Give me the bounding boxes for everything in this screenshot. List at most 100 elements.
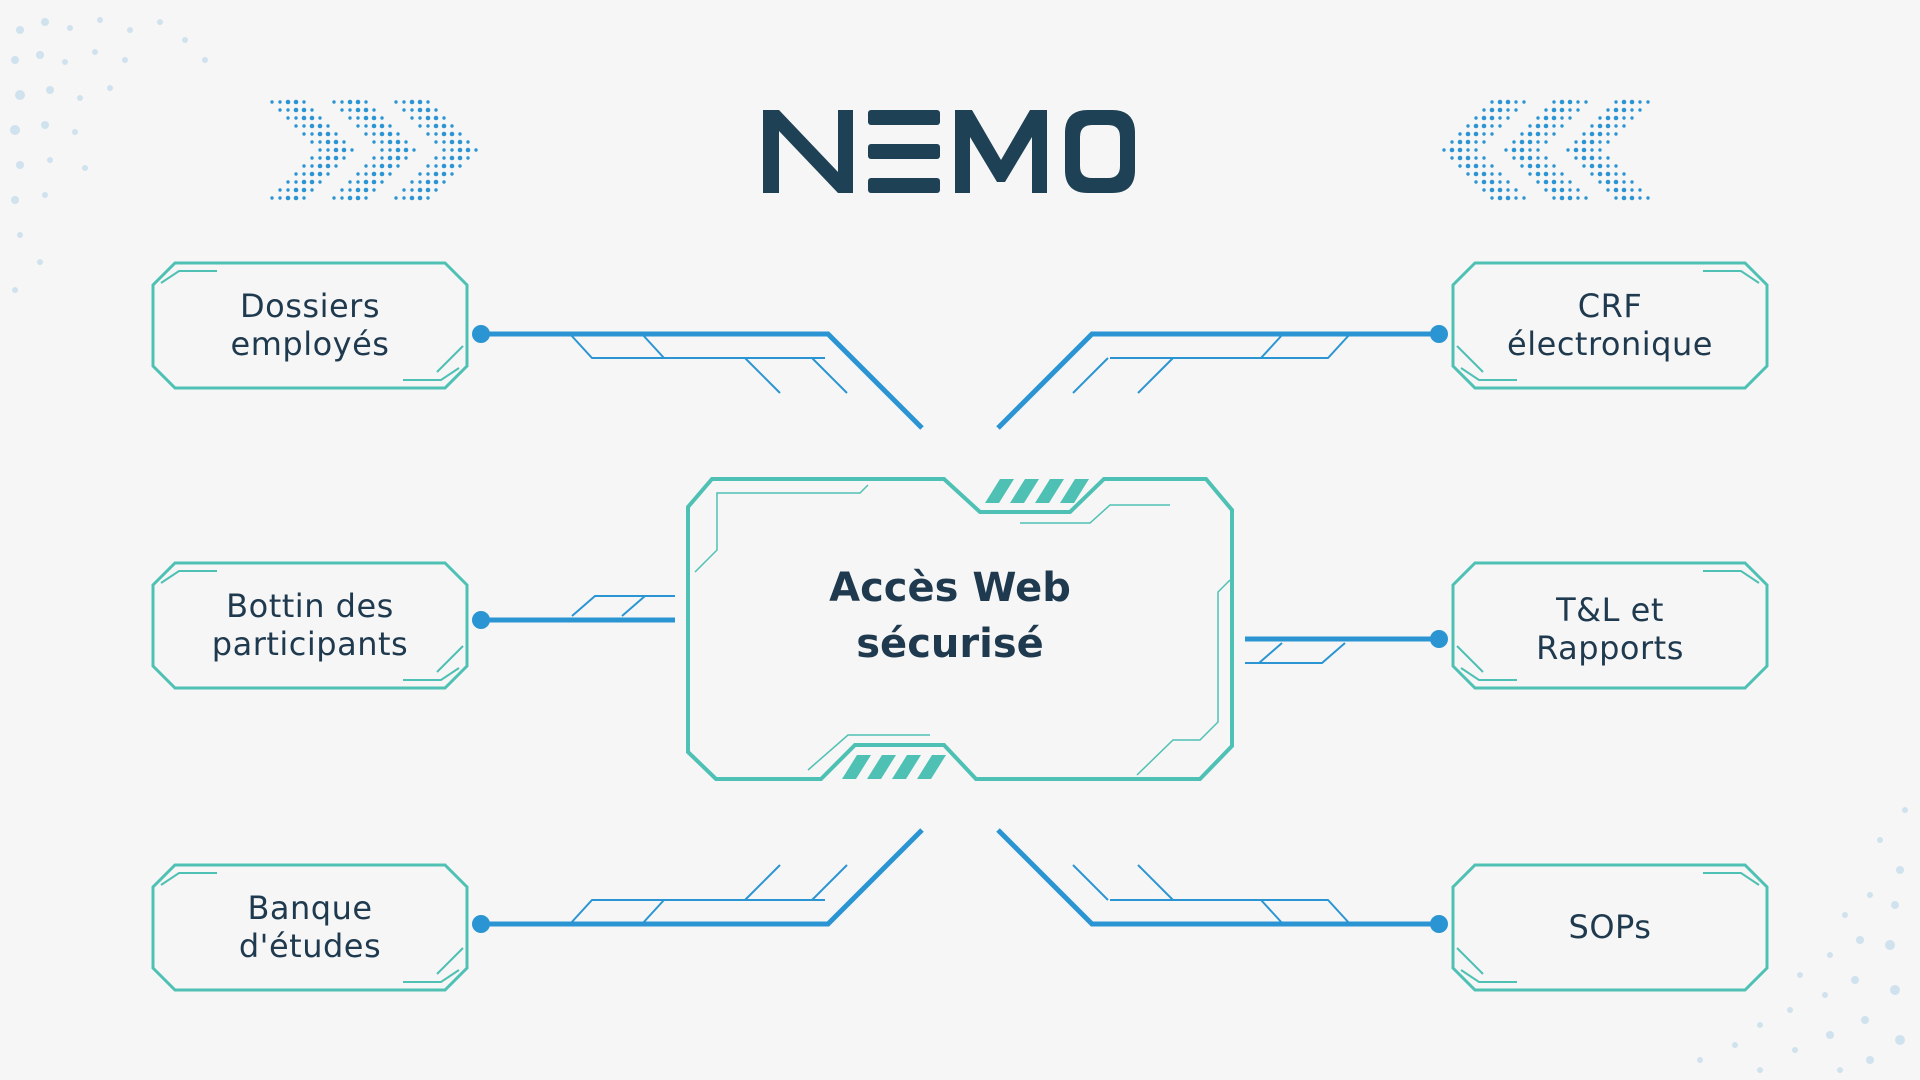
chevron-dot bbox=[1568, 188, 1572, 192]
chevron-dot bbox=[372, 188, 376, 192]
chevron-dot bbox=[356, 180, 360, 184]
chevron-dot bbox=[1498, 116, 1502, 120]
chevron-dot bbox=[1559, 187, 1565, 193]
chevron-dot bbox=[466, 156, 470, 160]
connector-dot bbox=[472, 611, 490, 629]
chevron-dot bbox=[442, 156, 446, 160]
chevron-dot bbox=[1584, 100, 1588, 104]
chevron-dot bbox=[326, 172, 330, 176]
chevron-dot bbox=[1498, 124, 1502, 128]
chevron-dot bbox=[1638, 100, 1642, 104]
chevron-dot bbox=[1474, 180, 1478, 184]
chevron-dot bbox=[1589, 131, 1595, 137]
chevron-dot bbox=[1482, 156, 1486, 160]
chevron-dot bbox=[1473, 131, 1479, 137]
chevron-dot bbox=[396, 132, 400, 136]
chevron-dot bbox=[1560, 180, 1564, 184]
chevron-dot bbox=[1646, 196, 1650, 200]
chevron-dot bbox=[426, 164, 430, 168]
chevron-dot bbox=[1522, 196, 1526, 200]
chevron-dot bbox=[270, 196, 274, 200]
node-label-line1: Dossiers bbox=[240, 287, 380, 325]
chevron-dot bbox=[1605, 171, 1611, 177]
chevron-dot bbox=[1505, 99, 1511, 105]
chevron-dot bbox=[341, 147, 347, 153]
chevron-dot bbox=[1552, 100, 1556, 104]
chevron-dot bbox=[318, 156, 322, 160]
chevron-dot bbox=[294, 180, 298, 184]
chevron-dot bbox=[1527, 163, 1533, 169]
dotted-chevrons-left bbox=[270, 99, 478, 201]
chevron-dot bbox=[1638, 196, 1642, 200]
chevron-dot bbox=[278, 108, 282, 112]
chevron-dot bbox=[302, 100, 306, 104]
chevron-dot bbox=[1535, 131, 1541, 137]
chevron-dot bbox=[426, 196, 430, 200]
chevron-dot bbox=[417, 187, 423, 193]
chevron-dot bbox=[1506, 108, 1510, 112]
chevron-dot bbox=[1519, 147, 1525, 153]
chevron-dot bbox=[1489, 107, 1495, 113]
chevron-dot bbox=[1505, 195, 1511, 201]
chevron-dot bbox=[1589, 163, 1595, 169]
chevron-dot bbox=[1482, 108, 1486, 112]
node-label-line1: CRF bbox=[1577, 287, 1643, 325]
chevron-dot bbox=[310, 108, 314, 112]
chevron-dot bbox=[326, 124, 330, 128]
chevron-dot bbox=[434, 164, 438, 168]
chevron-dot bbox=[1497, 187, 1503, 193]
chevron-dot bbox=[1613, 115, 1619, 121]
chevron-dot bbox=[1519, 155, 1525, 161]
chevron-dot bbox=[395, 147, 401, 153]
chevron-dot bbox=[363, 107, 369, 113]
chevron-dot bbox=[325, 163, 331, 169]
chevron-dot bbox=[1536, 156, 1540, 160]
chevron-dot bbox=[318, 180, 322, 184]
node-frames bbox=[151, 261, 1769, 992]
chevron-dot bbox=[350, 148, 354, 152]
chevron-dot bbox=[1527, 131, 1533, 137]
chevron-dot bbox=[1497, 195, 1503, 201]
chevron-dot bbox=[394, 196, 398, 200]
chevron-dot bbox=[1605, 115, 1611, 121]
chevron-dot bbox=[1638, 108, 1642, 112]
chevron-dot bbox=[1511, 147, 1517, 153]
chevron-dot bbox=[1622, 172, 1626, 176]
chevron-dot bbox=[285, 195, 291, 201]
connector-left-top bbox=[472, 325, 924, 430]
chevron-dot bbox=[348, 180, 352, 184]
chevron-dot bbox=[418, 180, 422, 184]
chevron-dot bbox=[333, 139, 339, 145]
chevron-dot bbox=[442, 140, 446, 144]
chevron-dot bbox=[1450, 140, 1454, 144]
chevron-dot bbox=[1466, 172, 1470, 176]
chevron-dot bbox=[278, 196, 282, 200]
chevron-dot bbox=[409, 195, 415, 201]
chevron-dot bbox=[434, 156, 438, 160]
node-label-line2: employés bbox=[230, 325, 390, 363]
chevron-dot bbox=[1598, 180, 1602, 184]
chevron-dot bbox=[348, 188, 352, 192]
chevron-dot bbox=[402, 188, 406, 192]
chevron-dot bbox=[317, 123, 323, 129]
chevron-dot bbox=[1481, 179, 1487, 185]
logo-letter-e-bottom bbox=[868, 178, 940, 193]
chevron-dot bbox=[364, 124, 368, 128]
chevron-dot bbox=[1568, 180, 1572, 184]
chevron-dot bbox=[333, 155, 339, 161]
chevron-dot bbox=[1597, 163, 1603, 169]
chevron-dot bbox=[1498, 180, 1502, 184]
chevron-dot bbox=[355, 195, 361, 201]
chevron-dot bbox=[1465, 139, 1471, 145]
corner-dots-top-left bbox=[10, 17, 208, 293]
chevron-dot bbox=[310, 164, 314, 168]
chevron-dot bbox=[1489, 115, 1495, 121]
chevron-dot bbox=[1450, 156, 1454, 160]
chevron-dot bbox=[441, 171, 447, 177]
chevron-dot bbox=[302, 132, 306, 136]
chevron-dot bbox=[394, 100, 398, 104]
hub-bottom-stripes bbox=[842, 755, 946, 779]
chevron-dot bbox=[434, 188, 438, 192]
chevron-dot bbox=[1598, 156, 1602, 160]
chevron-dot bbox=[286, 188, 290, 192]
